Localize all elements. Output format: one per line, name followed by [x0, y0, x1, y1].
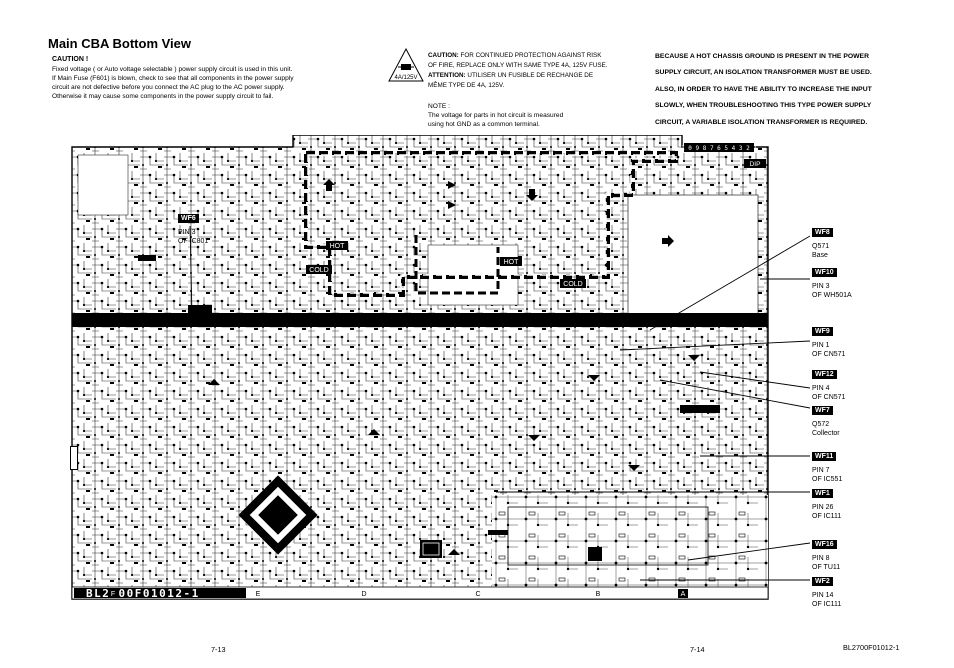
- waveform-tag: WF16: [812, 540, 837, 549]
- fuse-attention-line2: MÊME TYPE DE 4A, 125V.: [428, 82, 505, 89]
- caution-heading: CAUTION !: [52, 56, 89, 63]
- waveform-tag: WF8: [812, 228, 833, 237]
- cold-label: COLD: [309, 267, 328, 274]
- waveform-label-wf16: WF16 PIN 8 OF TU11: [812, 540, 841, 572]
- waveform-label-wf6: WF6 PIN 3 OF IC801: [178, 214, 209, 246]
- board-edge-tab: [70, 446, 78, 470]
- waveform-tag: WF2: [812, 577, 833, 586]
- note-line: using hot GND as a common terminal.: [428, 121, 540, 128]
- waveform-tag: WF12: [812, 370, 837, 379]
- waveform-label-wf9: WF9 PIN 1 OF CN571: [812, 327, 846, 359]
- edge-letter: B: [596, 591, 601, 598]
- waveform-tag: WF11: [812, 452, 837, 461]
- caution-line: Fixed voltage ( or Auto voltage selectab…: [52, 66, 293, 73]
- hot-label: HOT: [504, 259, 520, 266]
- edge-letter: F: [111, 591, 115, 598]
- page-title: Main CBA Bottom View: [48, 36, 192, 51]
- pcb-board-diagram: 1 0 9 8 7 6 5 4 3 2 1 DIP HOT HOT COLD C…: [71, 135, 769, 600]
- edge-letter: C: [475, 591, 480, 598]
- waveform-tag: WF10: [812, 268, 837, 277]
- waveform-label-wf1: WF1 PIN 26 OF IC111: [812, 489, 842, 521]
- edge-letter: D: [361, 591, 366, 598]
- hot-chassis-note-line: SLOWLY, WHEN TROUBLESHOOTING THIS TYPE P…: [655, 102, 872, 109]
- waveform-tag: WF1: [812, 489, 833, 498]
- hot-chassis-note-line: CIRCUIT, A VARIABLE ISOLATION TRANSFORME…: [655, 119, 868, 126]
- waveform-tag: WF9: [812, 327, 833, 336]
- waveform-label-wf12: WF12 PIN 4 OF CN571: [812, 370, 846, 402]
- page-number-left: 7-13: [211, 645, 226, 654]
- hot-chassis-note-line: SUPPLY CIRCUIT, AN ISOLATION TRANSFORMER…: [655, 69, 872, 76]
- hot-chassis-note-line: BECAUSE A HOT CHASSIS GROUND IS PRESENT …: [655, 53, 869, 60]
- pin-number-strip: 1 0 9 8 7 6 5 4 3 2 1: [681, 145, 757, 152]
- cold-label: COLD: [563, 281, 582, 288]
- fuse-attention-line1: ATTENTION: UTILISER UN FUSIBLE DE RECHAN…: [428, 72, 594, 79]
- fuse-caution-line1: CAUTION: FOR CONTINUED PROTECTION AGAINS…: [428, 52, 602, 59]
- waveform-tag: WF6: [178, 214, 199, 223]
- edge-letter: E: [256, 591, 261, 598]
- hot-label: HOT: [330, 243, 346, 250]
- waveform-tag: WF7: [812, 406, 833, 415]
- dip-label: DIP: [750, 161, 761, 168]
- waveform-label-wf10: WF10 PIN 3 OF WH501A: [812, 268, 852, 300]
- waveform-label-wf8: WF8 Q571 Base: [812, 221, 833, 261]
- warning-triangle-icon: 4A/125V: [388, 48, 424, 82]
- document-code: BL2700F01012-1: [843, 643, 900, 652]
- caution-line: Otherwise it may cause some components i…: [52, 93, 274, 100]
- note-heading: NOTE :: [428, 103, 450, 110]
- fuse-caution-line2: OF FIRE, REPLACE ONLY WITH SAME TYPE 4A,…: [428, 62, 608, 69]
- hot-chassis-note-line: ALSO, IN ORDER TO HAVE THE ABILITY TO IN…: [655, 86, 872, 93]
- caution-line: circuit are not defective before you con…: [52, 84, 285, 91]
- note-line: The voltage for parts in hot circuit is …: [428, 112, 564, 119]
- waveform-label-wf2: WF2 PIN 14 OF IC111: [812, 577, 842, 609]
- waveform-label-wf11: WF11 PIN 7 OF IC551: [812, 452, 843, 484]
- edge-letter: A: [681, 591, 686, 598]
- page-number-right: 7-14: [690, 645, 705, 654]
- caution-line: If Main Fuse (F601) is blown, check to s…: [52, 75, 294, 82]
- fuse-rating-label: 4A/125V: [394, 75, 417, 81]
- waveform-label-wf7: WF7 Q572 Collector: [812, 406, 840, 438]
